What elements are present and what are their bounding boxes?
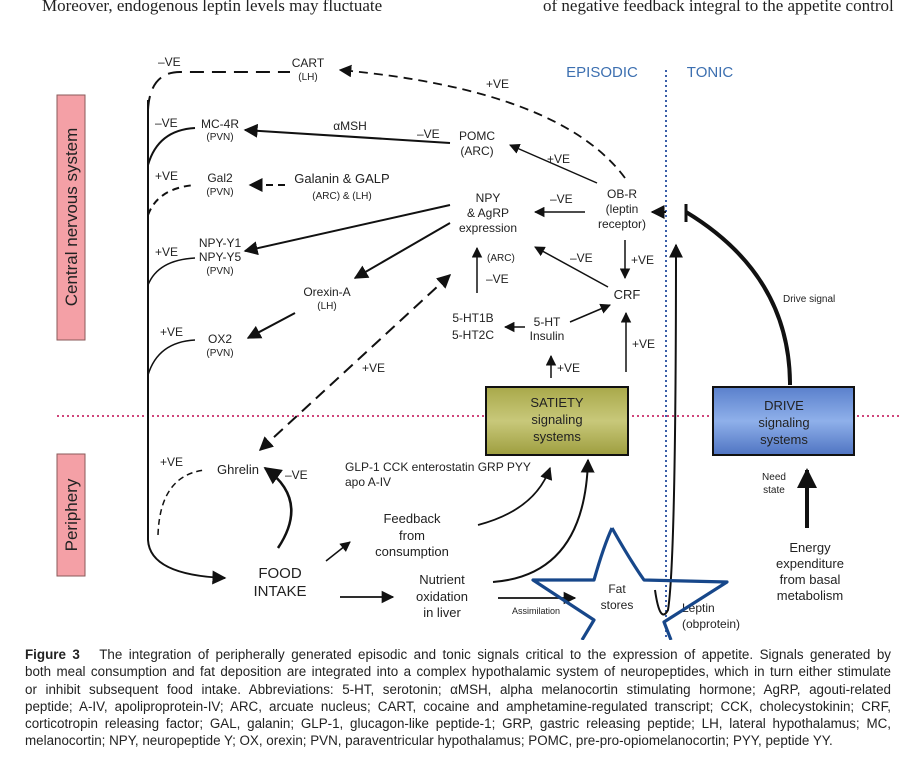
body-text-right-column: of negative feedback integral to the app…: [543, 0, 894, 15]
edge-npy-orexin: [353, 222, 451, 279]
node-ox2: OX2(PVN): [206, 332, 233, 359]
label-obr-pomc-pos: +VE: [547, 152, 570, 166]
label-obr-cart-pos: +VE: [486, 77, 509, 91]
label-crf-npy-neg: –VE: [570, 251, 593, 265]
edge-food-ghrelin: [263, 466, 293, 549]
appetite-control-diagram: Central nervous system Periphery EPISODI…: [56, 55, 900, 640]
edge-food-feedback: [325, 541, 351, 562]
node-arc: (ARC): [487, 253, 515, 264]
edge-spine: [147, 100, 227, 585]
edge-ghrelin-spine: [157, 469, 206, 536]
region-label-cns: Central nervous system: [56, 94, 86, 341]
edge-leptin-long: [654, 243, 683, 616]
label-gal2-pos: +VE: [155, 169, 178, 183]
label-mc4r-neg: –VE: [155, 116, 178, 130]
figure-caption: Figure 3 The integration of peripherally…: [25, 646, 891, 750]
node-galanin: Galanin & GALP(ARC) & (LH): [294, 171, 389, 202]
edge-cart-spine: [147, 71, 290, 111]
node-crf: CRF: [614, 287, 641, 302]
episodic-heading: EPISODIC: [566, 64, 638, 81]
label-obr-npy-neg: –VE: [550, 192, 573, 206]
label-5ht-npy-neg: –VE: [486, 272, 509, 286]
edge-ox-spine: [147, 339, 196, 376]
edge-npy-npyreceptor: [243, 204, 451, 256]
node-mc4r: MC-4R(PVN): [201, 117, 239, 143]
edge-nutrient-satiety: [492, 458, 595, 583]
cns-label: Central nervous system: [62, 128, 81, 307]
label-satiety-insulin-pos: +VE: [557, 361, 580, 375]
label-assimilation: Assimilation: [512, 606, 560, 616]
label-food-ghrelin-neg: –VE: [285, 468, 308, 482]
edge-pomc-mc4r: [243, 123, 451, 144]
region-label-periphery: Periphery: [56, 453, 86, 577]
star-annotation: [531, 527, 729, 640]
edge-obr-pomc: [509, 143, 598, 184]
edge-crf-npy: [534, 246, 609, 288]
label-ghrelin-pos: +VE: [160, 455, 183, 469]
label-alpha-msh: αMSH: [333, 119, 367, 133]
edge-insulin-crf: [569, 303, 611, 323]
label-obr-crf-pos: +VE: [631, 253, 654, 267]
edge-feedback-peptides: [477, 466, 553, 526]
label-satiety-crf-pos: +VE: [632, 337, 655, 351]
label-ox-pos: +VE: [160, 325, 183, 339]
caption-label: Figure 3: [25, 647, 80, 662]
label-cart-neg: –VE: [158, 55, 181, 69]
node-ghrelin: Ghrelin: [217, 462, 259, 477]
node-cart: CART(LH): [292, 56, 325, 83]
label-drive-signal: Drive signal: [783, 294, 835, 305]
caption-line-4: peptide; A-IV, apoliproprotein-IV; ARC, …: [25, 698, 891, 714]
node-gal2: Gal2(PVN): [206, 171, 233, 198]
edge-gal2-spine: [147, 184, 196, 216]
body-text-left-column: Moreover, endogenous leptin levels may f…: [42, 0, 383, 15]
label-pomc-neg: –VE: [417, 127, 440, 141]
caption-line-1: The integration of peripherally generate…: [99, 647, 892, 662]
edge-drive-signal: [684, 210, 792, 386]
label-npy-pos: +VE: [155, 245, 178, 259]
periphery-label: Periphery: [62, 478, 81, 551]
caption-line-2: both meal consumption and fat deposition…: [25, 664, 891, 680]
edge-obr-cart: [338, 64, 626, 179]
edge-mc4r-spine: [147, 127, 196, 166]
tonic-heading: TONIC: [687, 64, 734, 81]
label-ghrelin-npy-pos: +VE: [362, 361, 385, 375]
edge-npy-spine: [147, 257, 196, 286]
caption-line-5: corticotropin releasing factor; GAL, gal…: [25, 716, 891, 732]
caption-line-3: or inhibit subsequent food intake. Abbre…: [25, 681, 891, 697]
edge-ghrelin-npy: [258, 274, 452, 451]
edge-orexin-ox2: [246, 312, 296, 339]
caption-line-6: melanocortin; NPY, neuropeptide Y; OX, o…: [25, 733, 833, 749]
node-orexin: Orexin-A(LH): [303, 285, 350, 312]
node-pomc: POMC(ARC): [459, 129, 495, 158]
